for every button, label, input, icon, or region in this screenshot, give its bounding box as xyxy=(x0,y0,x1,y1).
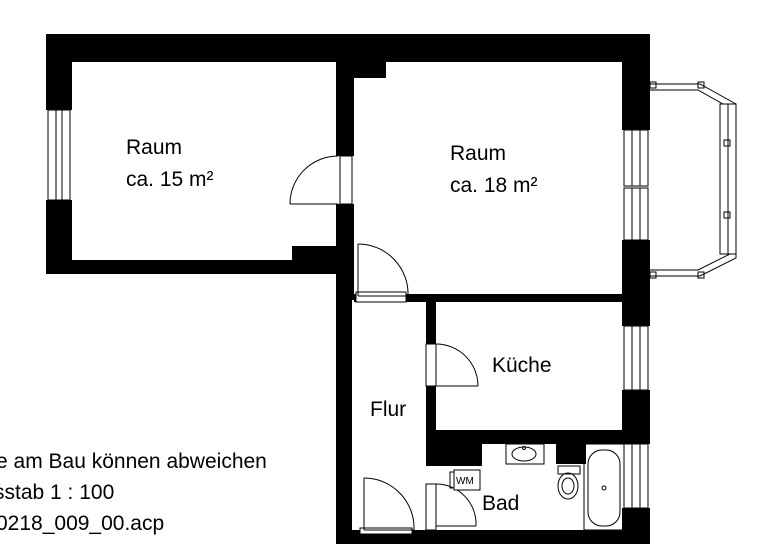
wall-bad-left-block xyxy=(426,430,482,466)
window-left xyxy=(47,109,71,201)
raum-right-name: Raum xyxy=(450,142,506,165)
wall-flur-right-mid xyxy=(426,386,436,466)
windows xyxy=(47,109,649,509)
raum-left-name: Raum xyxy=(126,136,182,159)
raum-right-area: ca. 18 m² xyxy=(450,174,538,197)
door-left-room xyxy=(289,155,353,205)
raum-left-area: ca. 15 m² xyxy=(126,168,214,191)
wall-center-lower xyxy=(336,204,354,300)
wall-right-top xyxy=(622,34,650,130)
window-kueche xyxy=(623,325,649,391)
wm-label: WM xyxy=(456,476,474,487)
flur-name: Flur xyxy=(370,398,406,421)
window-right-lower xyxy=(623,187,649,241)
washing-machine xyxy=(449,469,481,491)
wall-left-room-bottom xyxy=(46,260,292,274)
kueche-name: Küche xyxy=(492,354,552,377)
note-file: 0218_009_00.acp xyxy=(0,512,164,535)
room-labels: Raum ca. 15 m² Raum ca. 18 m² Küche Flur… xyxy=(126,136,552,515)
note-scale: sstab 1 : 100 xyxy=(0,481,114,504)
wall-right-room-notch xyxy=(354,62,386,78)
toilet xyxy=(557,465,581,500)
wall-left-upper xyxy=(46,34,72,110)
window-bad xyxy=(623,443,649,509)
note-deviation: e am Bau können abweichen xyxy=(0,450,267,473)
walls xyxy=(46,34,650,544)
wall-center-upper xyxy=(336,34,354,156)
wall-bottom xyxy=(336,530,650,544)
wall-right-room-bottom xyxy=(354,294,650,302)
wall-flur-right-upper xyxy=(426,300,436,344)
wall-bad-shaft xyxy=(556,444,586,464)
wall-right-mid xyxy=(622,240,650,326)
wall-flur-left xyxy=(336,294,352,544)
door-right-room xyxy=(355,243,409,303)
door-kueche xyxy=(425,343,479,387)
doors xyxy=(289,155,479,535)
bad-name: Bad xyxy=(482,492,519,515)
door-entry xyxy=(359,477,415,535)
window-right-upper xyxy=(623,129,649,187)
bathtub xyxy=(583,443,625,531)
bathroom-fixtures xyxy=(449,443,625,531)
balcony xyxy=(649,81,737,279)
sink xyxy=(505,443,545,465)
wall-left-room-bottom-thick xyxy=(292,246,342,274)
door-bad xyxy=(425,483,477,531)
plan-notes: e am Bau können abweichen sstab 1 : 100 … xyxy=(0,450,267,535)
